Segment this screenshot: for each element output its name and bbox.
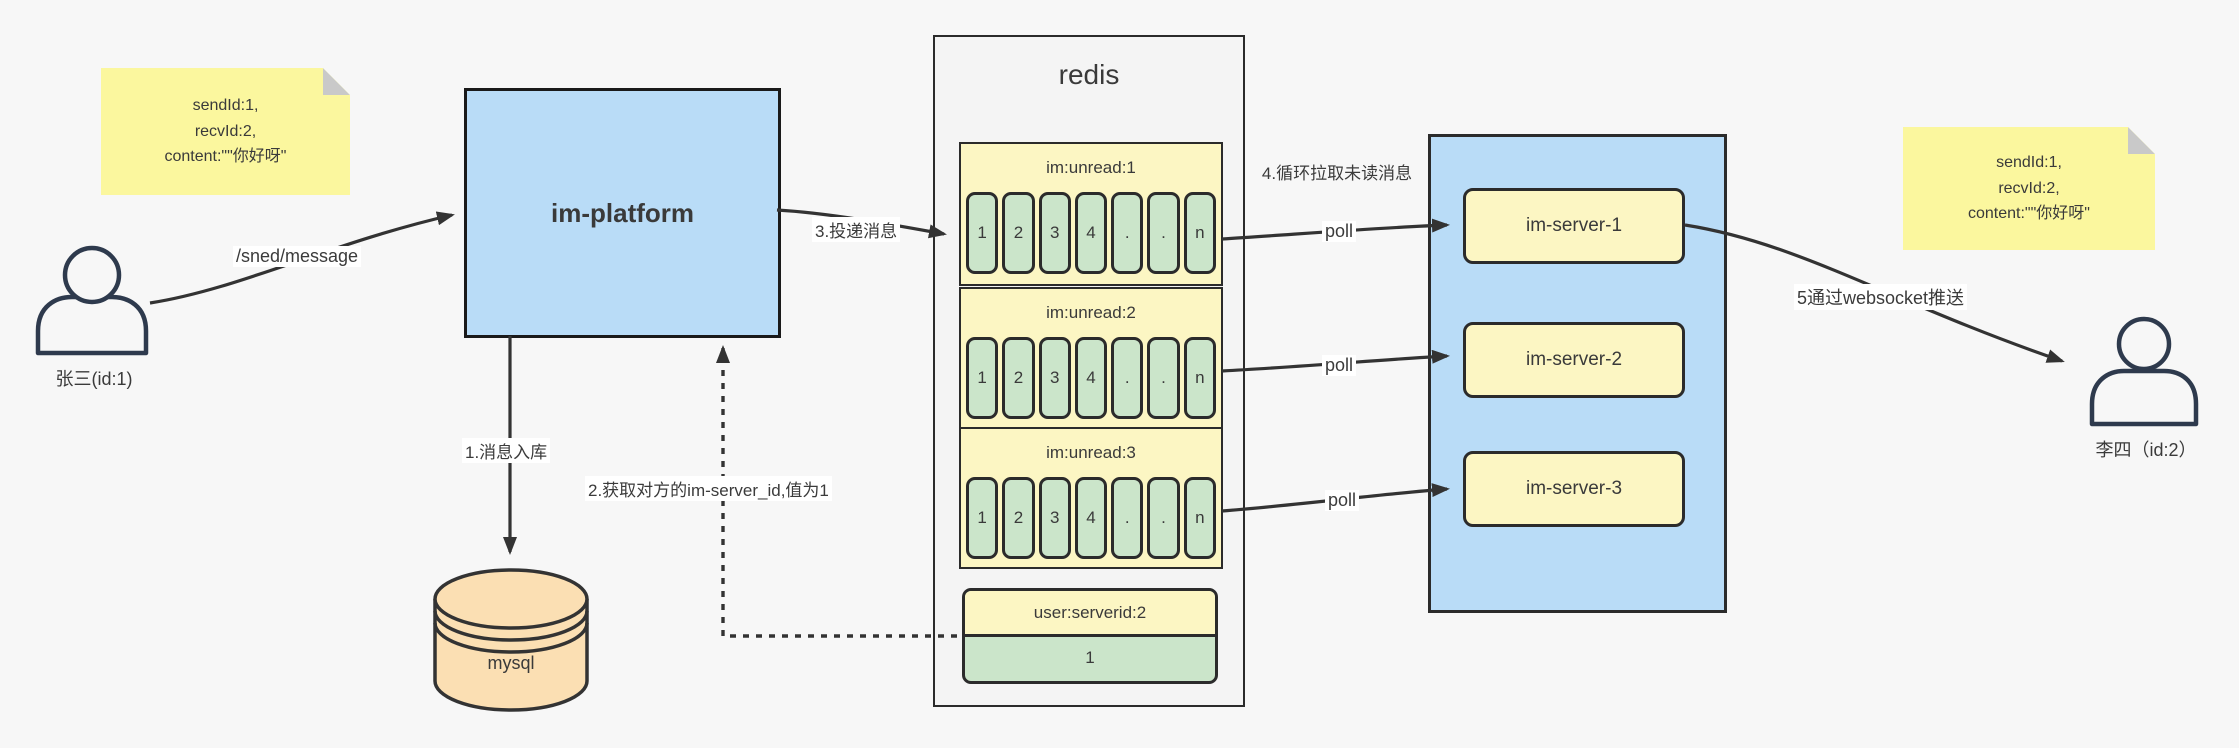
queue-cell: 2 <box>1002 192 1035 274</box>
queue-title: im:unread:2 <box>1046 303 1136 322</box>
im-platform-node: im-platform <box>464 88 781 338</box>
redis-container: redis im:unread:1 1 2 3 4 . . n im:unrea… <box>933 35 1245 707</box>
user-serverid-key: user:serverid:2 <box>965 591 1215 637</box>
user-serverid-map: user:serverid:2 1 <box>962 588 1218 684</box>
queue-cell: 4 <box>1074 477 1108 559</box>
step3-label: 3.投递消息 <box>812 217 901 242</box>
im-server-2-label: im-server-2 <box>1525 349 1623 370</box>
step2-label: 2.获取对方的im-server_id,值为1 <box>585 476 832 501</box>
note-line: content:""你好呀" <box>164 148 287 166</box>
im-platform-label: im-platform <box>551 197 694 228</box>
user-left-label: 张三(id:1) <box>55 369 133 389</box>
step4-label: 4.循环拉取未读消息 <box>1261 164 1413 183</box>
queue-cell: 1 <box>966 192 999 274</box>
im-server-2-node: im-server-2 <box>1463 322 1685 398</box>
unread-queue-3: im:unread:3 1 2 3 4 . . n <box>959 427 1223 569</box>
note-line: content:""你好呀" <box>1968 205 2090 223</box>
queue-cell: n <box>1183 192 1216 274</box>
queue-cell: . <box>1111 192 1144 274</box>
queue-cell: . <box>1147 337 1180 419</box>
user-serverid-value: 1 <box>1085 647 1095 667</box>
mysql-label: mysql <box>487 653 535 673</box>
user-icon-left <box>35 245 149 356</box>
queue-cell: n <box>1183 477 1216 559</box>
note-line: sendId:1, <box>192 97 259 115</box>
poll-label-1: poll <box>1322 221 1357 242</box>
queue-title: im:unread:3 <box>1046 443 1136 462</box>
step5-label: 5通过websocket推送 <box>1794 284 1968 310</box>
queue-cell: 3 <box>1038 192 1071 274</box>
poll-label-3: poll <box>1325 490 1360 511</box>
unread-queue-1: im:unread:1 1 2 3 4 . . n <box>959 142 1223 286</box>
queue-cells: 1 2 3 4 . . n <box>961 477 1221 559</box>
message-payload-note-left: sendId:1, recvId:2, content:""你好呀" <box>101 68 350 195</box>
queue-cell: . <box>1111 337 1144 419</box>
queue-cell: . <box>1147 192 1180 274</box>
im-server-1-label: im-server-1 <box>1525 215 1623 236</box>
queue-title: im:unread:1 <box>1046 158 1136 177</box>
queue-cell: 2 <box>1002 337 1035 419</box>
send-endpoint-label: /sned/message <box>233 246 362 267</box>
queue-cell: 3 <box>1038 337 1071 419</box>
note-fold-icon <box>2128 127 2155 154</box>
im-server-3-node: im-server-3 <box>1463 451 1685 527</box>
im-server-cluster: im-server-1 im-server-2 im-server-3 <box>1428 134 1727 613</box>
message-payload-note-right: sendId:1, recvId:2, content:""你好呀" <box>1903 127 2155 250</box>
note-line: sendId:1, <box>1996 154 2062 172</box>
im-server-1-node: im-server-1 <box>1463 188 1685 264</box>
redis-title: redis <box>1058 59 1120 90</box>
queue-cell: 4 <box>1074 337 1108 419</box>
user-icon-right <box>2089 316 2199 427</box>
database-cylinder-icon <box>433 568 589 712</box>
unread-queue-2: im:unread:2 1 2 3 4 . . n <box>959 287 1223 429</box>
queue-cells: 1 2 3 4 . . n <box>961 192 1221 274</box>
queue-cell: n <box>1183 337 1216 419</box>
user-right-label: 李四（id:2） <box>2095 440 2197 460</box>
note-fold-icon <box>323 68 350 95</box>
poll-label-2: poll <box>1322 355 1357 376</box>
queue-cells: 1 2 3 4 . . n <box>961 337 1221 419</box>
queue-cell: 1 <box>966 337 999 419</box>
queue-cell: 2 <box>1002 477 1035 559</box>
im-server-3-label: im-server-3 <box>1525 478 1623 499</box>
note-line: recvId:2, <box>1998 179 2060 197</box>
queue-cell: 3 <box>1038 477 1071 559</box>
step1-label: 1.消息入库 <box>462 438 551 463</box>
note-line: recvId:2, <box>194 122 257 140</box>
queue-cell: 4 <box>1074 192 1108 274</box>
queue-cell: . <box>1111 477 1144 559</box>
queue-cell: . <box>1147 477 1180 559</box>
queue-cell: 1 <box>966 477 999 559</box>
